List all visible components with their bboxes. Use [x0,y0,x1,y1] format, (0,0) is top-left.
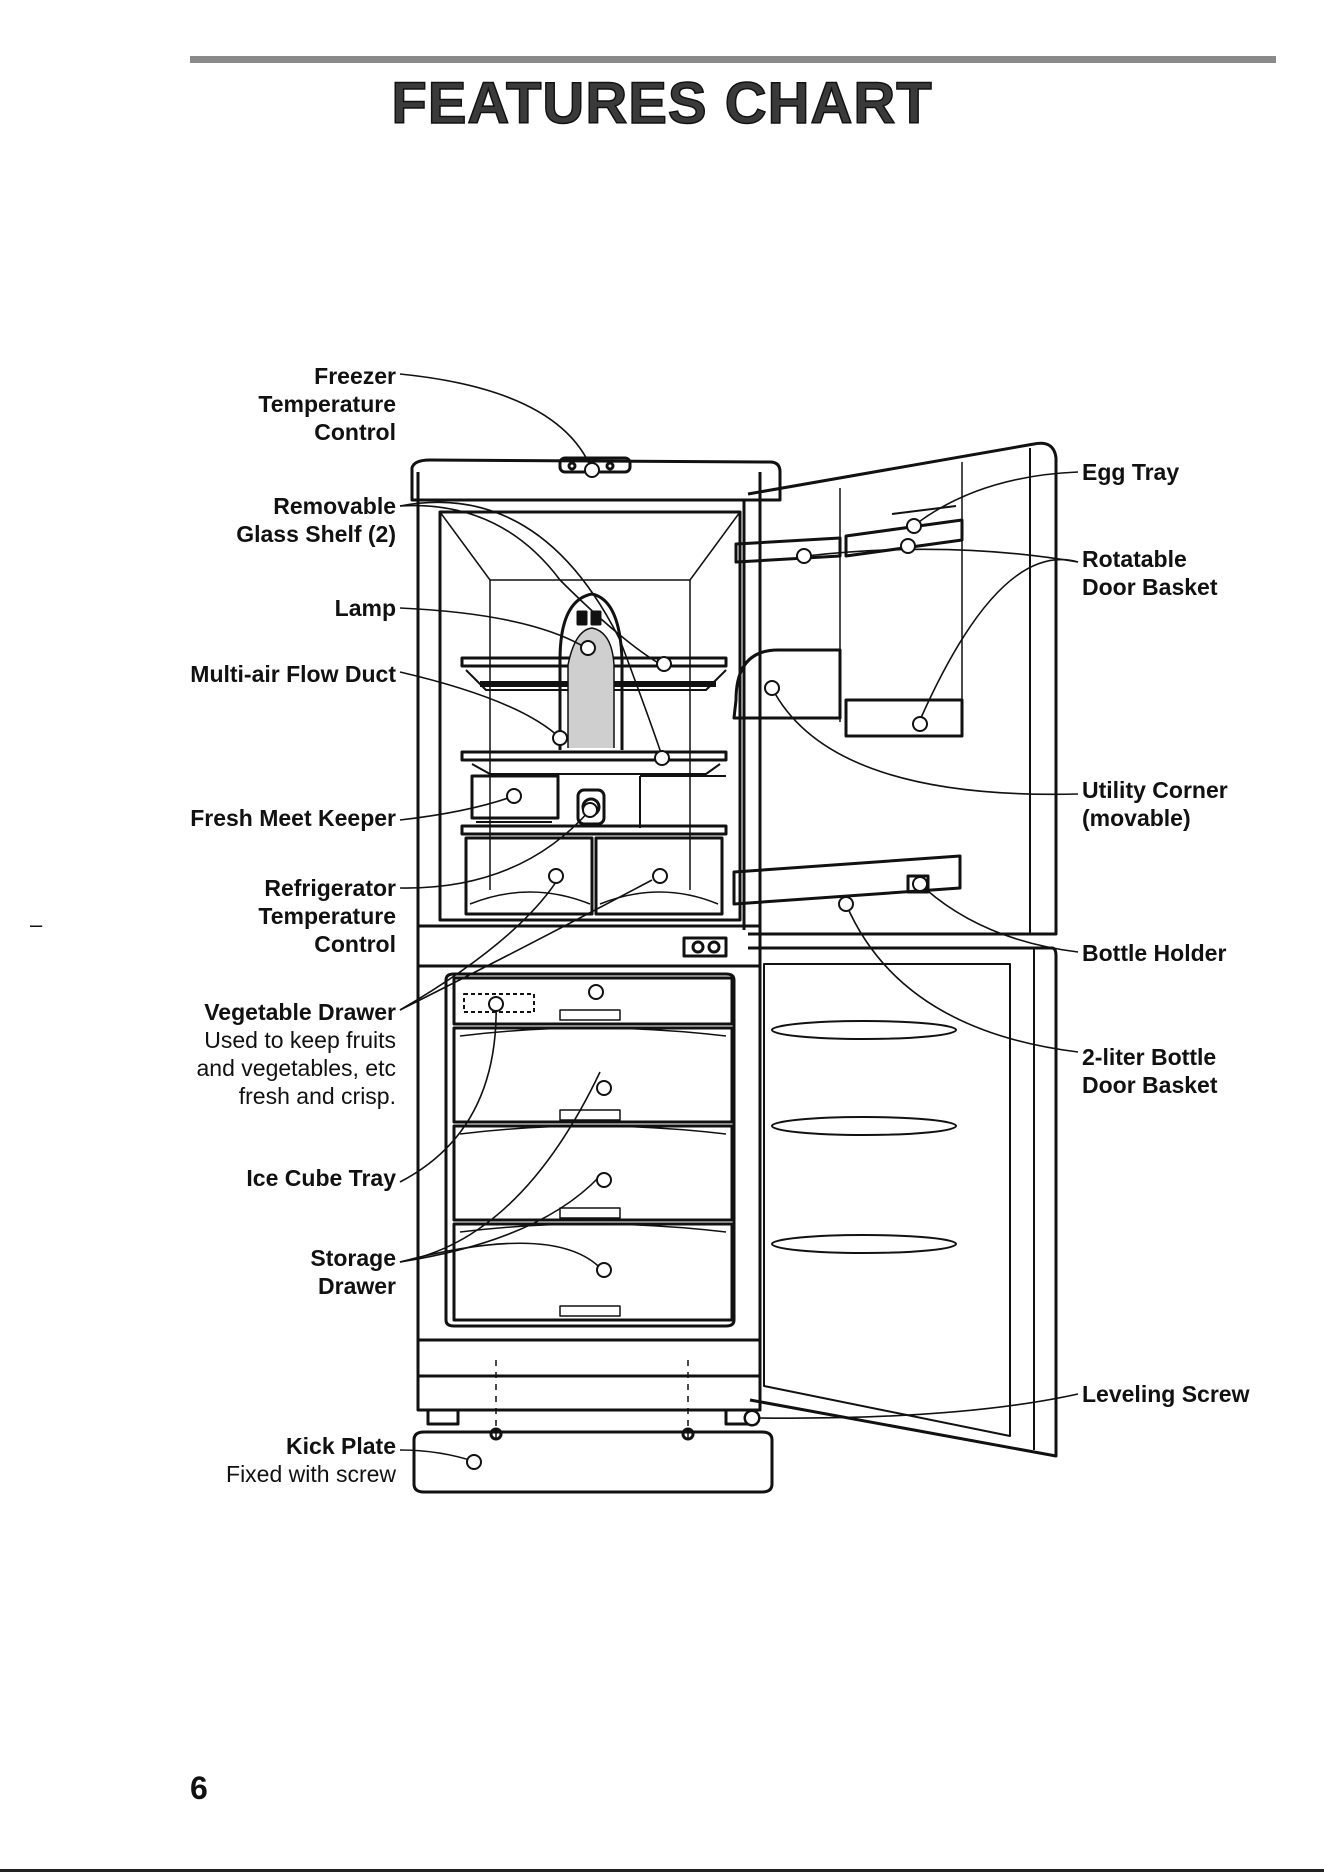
label-egg-tray: Egg Tray [1082,459,1180,485]
label-removable-glass-shelf: Removable Glass Shelf (2) [236,493,396,547]
label-rotatable-door-basket: Rotatable Door Basket [1082,546,1218,600]
page-title: FEATURES CHART [391,70,933,137]
label-fresh-meet-keeper: Fresh Meet Keeper [190,805,396,831]
label-freezer-temperature-control: Freezer Temperature Control [258,363,396,445]
label-utility-corner: Utility Corner (movable) [1082,777,1228,831]
label-lamp: Lamp [334,595,396,621]
page-number: 6 [190,1770,208,1806]
label-leveling-screw: Leveling Screw [1082,1381,1250,1407]
label-bottle-holder: Bottle Holder [1082,940,1227,966]
label-refrigerator-temperature-control: Refrigerator Temperature Control [258,875,396,957]
label-multi-air-flow-duct: Multi-air Flow Duct [190,661,396,687]
label-2-liter-bottle-door-basket: 2-liter Bottle Door Basket [1082,1044,1218,1098]
top-rule [190,56,1276,63]
label-kick-plate: Kick Plate Fixed with screw [226,1433,396,1487]
stray-mark: – [30,912,43,937]
bottom-rule [0,1869,1324,1872]
label-ice-cube-tray: Ice Cube Tray [246,1165,396,1191]
label-storage-drawer: Storage Drawer [310,1245,396,1299]
label-vegetable-drawer: Vegetable Drawer Used to keep fruits and… [196,999,396,1109]
